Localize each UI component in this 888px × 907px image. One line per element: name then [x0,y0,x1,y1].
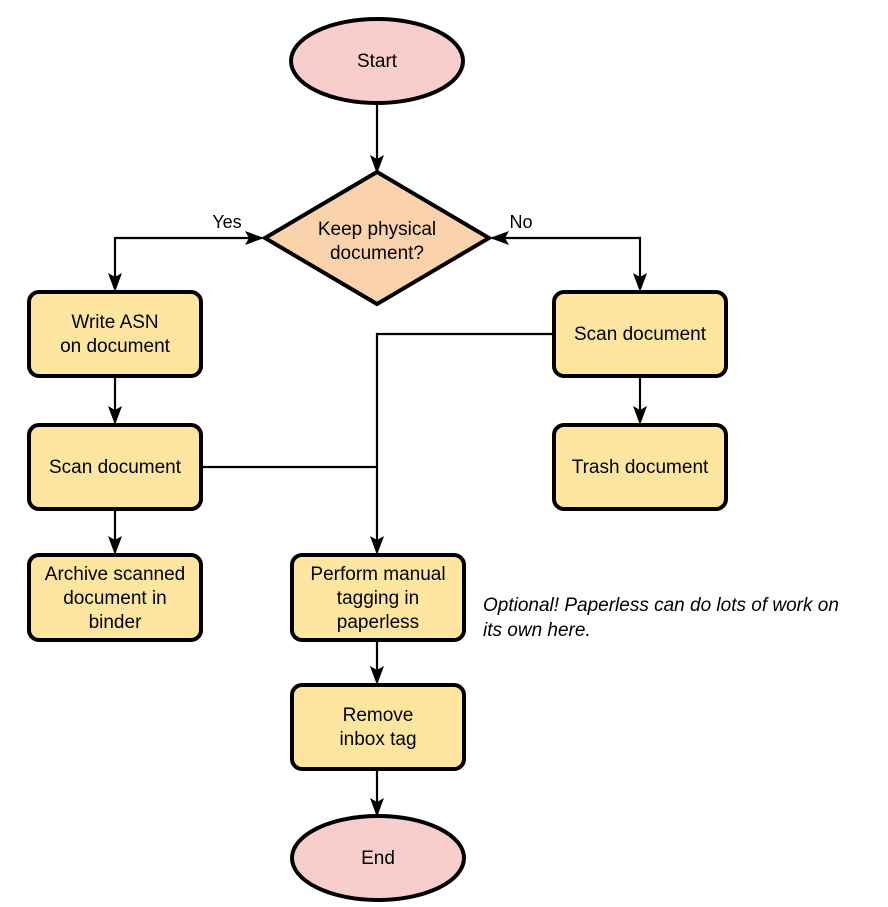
node-start[interactable]: Start [289,17,465,105]
node-write-asn-label-line2: on document [60,336,171,357]
annotation-optional-note: Optional! Paperless can do lots of work … [483,595,839,641]
edge-scan-left-to-archive [108,510,122,555]
node-end[interactable]: End [290,814,466,902]
node-trash-document[interactable]: Trash document [552,423,728,511]
node-trash-document-label: Trash document [572,457,709,478]
node-tagging-label-line3: paperless [337,612,419,633]
node-write-asn-on-document[interactable]: Write ASN on document [27,290,203,378]
node-remove-inbox-tag-label-line2: inbox tag [339,729,416,750]
node-perform-manual-tagging[interactable]: Perform manual tagging in paperless [290,553,466,642]
edge-line [375,332,552,544]
node-end-shape[interactable] [290,814,466,902]
edge-scan-right-to-trash [633,378,647,425]
node-archive-label-line1: Archive scanned [45,564,185,585]
edge-tagging-to-remove [370,642,384,685]
arrow-head [370,798,384,817]
edge-decision-to-write-asn [108,231,264,292]
edge-write-asn-to-scan-left [108,378,122,425]
node-archive-label-line2: document in [63,588,167,609]
edge-label-yes: Yes [212,212,241,232]
node-scan-document-left-shape[interactable] [27,423,203,511]
edge-remove-to-end [370,770,384,817]
edge-line [113,236,262,281]
arrow-head [633,273,647,292]
arrow-head [108,273,122,292]
node-scan-document-right-label: Scan document [574,324,707,345]
node-start-shape[interactable] [289,17,465,105]
arrow-head [108,406,122,425]
edge-label-no: No [509,212,532,232]
node-write-asn-shape[interactable] [27,290,203,378]
node-scan-document-right-shape[interactable] [552,290,728,378]
annotation-line2: its own here. [483,620,591,641]
node-decision-label-line2: document? [330,243,424,264]
arrow-head [633,406,647,425]
arrow-head [370,536,384,555]
arrow-head-at-diamond [245,231,264,245]
node-archive-scanned-document-in-binder[interactable]: Archive scanned document in binder [27,553,203,642]
node-archive-shape[interactable] [27,553,203,642]
arrow-head [370,666,384,685]
node-keep-physical-document-decision[interactable]: Keep physical document? [261,169,493,307]
node-scan-document-right[interactable]: Scan document [552,290,728,378]
node-trash-document-shape[interactable] [552,423,728,511]
node-scan-document-left[interactable]: Scan document [27,423,203,511]
node-remove-inbox-tag-label-line1: Remove [343,705,414,726]
annotation-line1: Optional! Paperless can do lots of work … [483,595,839,616]
node-end-label: End [361,848,395,869]
arrow-head [108,536,122,555]
node-tagging-label-line2: tagging in [337,588,419,609]
node-tagging-label-line1: Perform manual [310,564,445,585]
node-decision-label-line1: Keep physical [318,219,436,240]
arrow-head [370,155,384,174]
node-archive-label-line3: binder [89,612,142,633]
edge-line [492,236,642,281]
node-decision-shape[interactable] [261,169,493,307]
edge-start-to-decision [370,104,384,174]
node-start-label: Start [357,51,398,72]
node-remove-inbox-tag-shape[interactable] [290,683,466,771]
edge-decision-to-scan-right [490,231,647,292]
node-remove-inbox-tag[interactable]: Remove inbox tag [290,683,466,771]
node-tagging-shape[interactable] [290,553,466,642]
node-write-asn-label-line1: Write ASN [71,312,158,333]
node-scan-document-left-label: Scan document [49,457,182,478]
arrow-head-at-diamond [490,231,509,245]
edge-scan-right-to-tagging [370,332,552,555]
